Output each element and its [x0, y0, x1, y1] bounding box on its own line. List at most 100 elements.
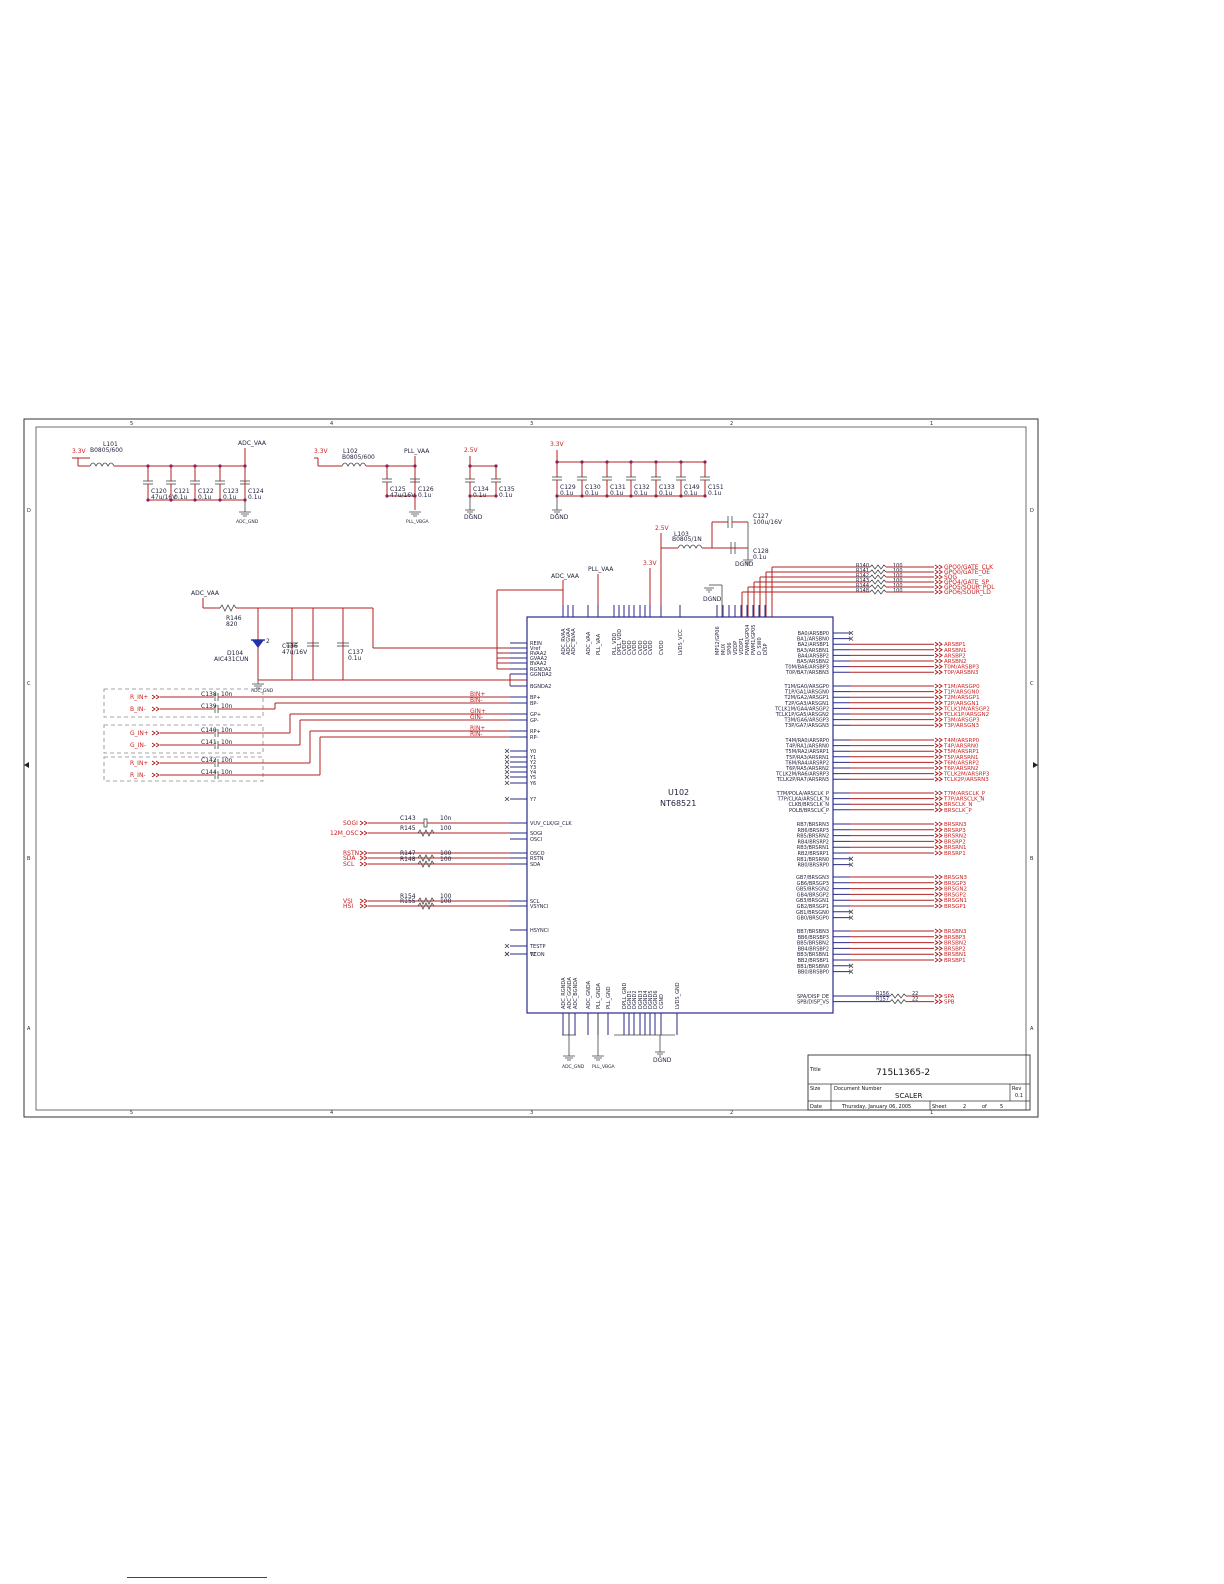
border-row-label: A	[1030, 1026, 1034, 1032]
chip-pin-right: T5P/RA3/ARSRN1	[785, 755, 850, 761]
output-net-label: BRSCLK_P	[944, 808, 972, 814]
ground-symbol	[239, 511, 251, 517]
chip-pin-right: TCLK1P/GA5/ARSGN2	[775, 712, 850, 718]
no-connect-icon	[504, 764, 510, 770]
chip-pin-left: Y2	[504, 759, 536, 766]
chip-pin-right: GB6/BRSGP3	[797, 881, 850, 887]
off-page-connector-icon	[934, 574, 943, 580]
off-page-connector-icon	[934, 833, 943, 839]
chip-pin-left: Vref	[510, 646, 540, 652]
chip-pin-top: ADC_RVAA	[561, 605, 567, 655]
pin-name: TCLK2M/RA6/ARSRP3	[775, 772, 829, 778]
part-value: 100	[440, 856, 452, 863]
chip-pin-left: SCL	[510, 899, 540, 905]
output-net-label: T6P/ARSRN2	[943, 766, 979, 772]
gate-net-label: GPO4/GATE_SP	[944, 579, 989, 586]
chip-pin-right: GB7/BRSGN3	[796, 875, 850, 881]
chip-pin-right: T1P/GA1/ARSGN0	[784, 690, 850, 696]
title-block: Title 715L1365-2 Size Document Number SC…	[807, 1054, 1031, 1111]
pin-name: T3M/GA6/ARSGP3	[783, 718, 829, 724]
no-connect-icon	[504, 759, 510, 765]
output-net: BRSRP3	[850, 827, 966, 834]
rail-label: 2.5V	[464, 447, 479, 454]
chip-pin-top: D_SW0	[757, 605, 763, 655]
of-label: of	[982, 1104, 987, 1110]
off-page-connector-icon	[934, 821, 943, 827]
adc-supply-block: 3.3V L101 B0805/600 ADC_VAA C12047u/16VC…	[72, 440, 267, 525]
output-net-label: T6M/ARSRP2	[943, 760, 979, 766]
cap-value: 47u/16V	[390, 492, 416, 499]
output-net: T3M/ARSGP3	[850, 717, 980, 724]
off-page-connector-icon	[934, 641, 943, 647]
output-net: T1M/ARSGP0	[850, 683, 980, 690]
pin-name: PLL_VAA	[596, 633, 602, 655]
chip-pin-top: DPLL_VDD	[617, 605, 623, 655]
pin-name: TZ	[529, 952, 537, 958]
chip-pin-bottom: DGND3	[638, 991, 644, 1035]
output-net: T1P/ARSGN0	[850, 689, 979, 696]
output-net-label: ARSBP2	[944, 653, 966, 659]
pin-name: BB3/BRSBN1	[797, 952, 829, 958]
output-net-label: T1P/ARSGN0	[943, 690, 979, 696]
chip-pin-top: CVDD	[622, 605, 628, 655]
off-page-connector-icon	[934, 584, 943, 590]
border-row-label: B	[27, 856, 31, 862]
pin-name: PLL_VDD	[612, 633, 618, 655]
date-value: Thursday, January 06, 2005	[841, 1104, 911, 1110]
chip-pin-bottom: PLL_GNDA	[596, 983, 602, 1035]
output-net: BRSBP1	[850, 957, 966, 964]
ground-label: ADC_GND	[236, 519, 259, 525]
chip-pin-top: LVDS_VCC	[678, 605, 684, 655]
chip-pin-right: RB6/BRSRP3	[797, 828, 850, 834]
pin-name: VUV_CLK/GI_CLK	[530, 821, 572, 827]
chip-pin-left: RVAA2	[510, 651, 546, 657]
chip-pin-top: VDDP1	[739, 605, 745, 655]
chip-pin-left: BP+	[510, 695, 541, 701]
no-connect-icon	[848, 862, 854, 867]
inductor-ref: L103	[674, 531, 689, 538]
chip-pin-right: T6M/RA4/ARSRP2	[784, 760, 850, 766]
pin-name: VSYNCI	[530, 904, 548, 910]
cap-ref: C141	[201, 739, 217, 746]
cap-value: 10n	[221, 757, 233, 764]
chip-pin-right: SPA/DISP_DE	[797, 994, 890, 1000]
chip-pin-right: GB4/BRSGP2	[797, 892, 850, 898]
chip-pin-top: PWM1/GP05	[751, 605, 757, 655]
output-net-label: T5P/ARSRN1	[943, 755, 979, 761]
output-net: T5P/ARSRN1	[850, 754, 979, 761]
chip-ref: U102	[668, 788, 689, 797]
part-ref: C143	[400, 815, 416, 822]
chip-pin-top: MUX	[721, 605, 727, 655]
pin-name: D_SW0	[757, 637, 763, 655]
chip-pin-left: Y4	[504, 769, 536, 776]
chip-pin-right: T2M/GA2/ARSGP1	[783, 695, 850, 701]
border-row-label: D	[27, 508, 31, 514]
net-label: ADC_VAA	[191, 590, 220, 597]
output-net-label: BRSGP1	[944, 904, 966, 910]
pin-name: DGND1	[627, 991, 633, 1010]
border-col-label: 5	[130, 421, 133, 427]
chip-pin-right: RB2/BRSRP1	[797, 851, 850, 857]
pin-name: T2M/GA2/ARSGP1	[783, 695, 829, 701]
pin-name: RB4/BRSRP2	[797, 839, 829, 845]
cap-value: 0.1u	[223, 494, 237, 501]
rail-label-2: 3.3V	[643, 560, 658, 567]
pin-name: RP+	[530, 729, 541, 735]
chip-pin-right: T6P/RA5/ARSRN2	[785, 766, 850, 772]
output-net-label: TCLK2M/ARSRP3	[943, 772, 990, 778]
output-net-label: BRSGP3	[944, 881, 967, 887]
cap-value: 100u/16V	[753, 519, 783, 526]
pin-name: GGNDA2	[530, 672, 552, 678]
chip-pin-right: T0M/BA6/ARSBP3	[784, 665, 850, 671]
chip-pin-right: BA4/ARSBP2	[798, 653, 850, 659]
off-page-connector-icon	[934, 754, 943, 760]
chip-pin-right: BB2/BRSBP1	[798, 958, 850, 964]
